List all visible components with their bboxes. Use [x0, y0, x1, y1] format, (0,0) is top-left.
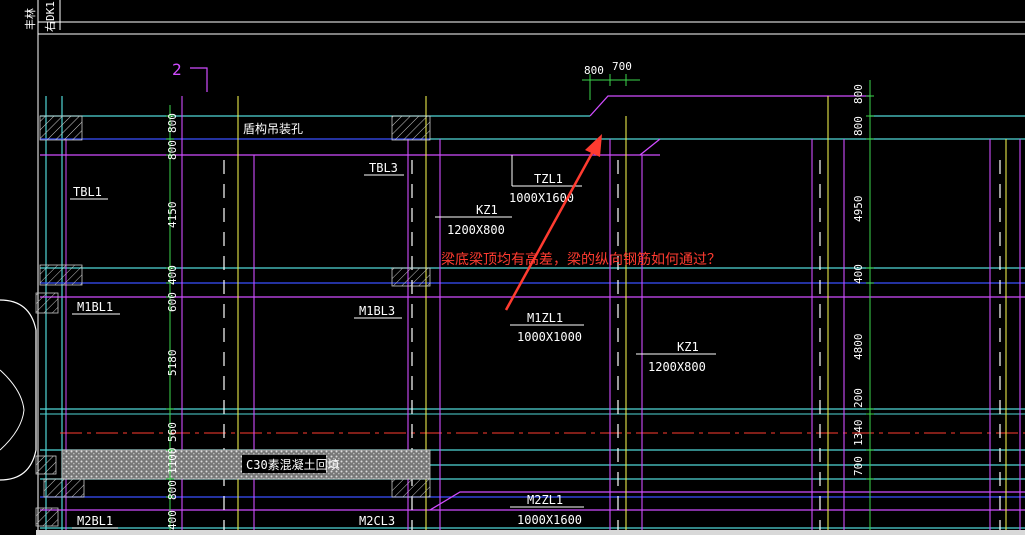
- left-dimensions: 800 800 4150 400 600 5180 560 1100 800 4…: [166, 105, 179, 535]
- bottom-strip: [36, 530, 1025, 535]
- label-m1zl1: M1ZL1: [527, 311, 563, 325]
- left-dim-2: 800: [166, 140, 179, 160]
- right-dim-3: 4950: [852, 196, 865, 223]
- hatched-blocks: [35, 115, 431, 527]
- left-dim-3: 4150: [166, 202, 179, 229]
- label-tzl1-size: 1000X1600: [509, 191, 574, 205]
- right-dim-5: 4800: [852, 334, 865, 361]
- left-dim-8: 1100: [166, 448, 179, 475]
- label-m1zl1-size: 1000X1000: [517, 330, 582, 344]
- left-dim-4: 400: [166, 265, 179, 285]
- drawing-frame: [37, 0, 1025, 535]
- left-dim-9: 800: [166, 480, 179, 500]
- label-hole: 盾构吊装孔: [243, 121, 303, 136]
- right-dim-8: 700: [852, 456, 865, 476]
- vertical-columns: [65, 80, 1021, 535]
- label-backfill: C30素混凝土回填: [246, 457, 340, 472]
- left-dim-10: 400: [166, 510, 179, 530]
- annotation-question: 梁底梁顶均有高差，梁的纵向钢筋如何通过？: [441, 251, 721, 268]
- left-dim-7: 560: [166, 422, 179, 442]
- top-dimensions: 800 700: [582, 60, 640, 100]
- label-kz1-b: KZ1: [677, 340, 699, 354]
- question-annotation: 梁底梁顶均有高差，梁的纵向钢筋如何通过？: [441, 134, 721, 311]
- corner-text: 右DK1: [43, 1, 57, 32]
- label-m1bl3: M1BL3: [359, 304, 395, 318]
- label-tbl1: TBL1: [73, 185, 102, 199]
- label-tbl3: TBL3: [369, 161, 398, 175]
- corner-text-2: 丰林: [23, 8, 37, 30]
- right-dim-2: 800: [852, 116, 865, 136]
- left-dim-1: 800: [166, 113, 179, 133]
- right-dimensions: 800 800 4950 400 4800 200 1340 700: [852, 84, 874, 480]
- label-m2zl1: M2ZL1: [527, 493, 563, 507]
- horizontal-beams: [40, 95, 1025, 529]
- label-tzl1: TZL1: [534, 172, 563, 186]
- right-dim-7: 1340: [852, 420, 865, 447]
- label-m2zl1-size: 1000X1600: [517, 513, 582, 527]
- label-kz1-a: KZ1: [476, 203, 498, 217]
- element-labels: 盾构吊装孔 TBL1 TBL3 TZL1 1000X1600 KZ1 1200X…: [70, 121, 716, 529]
- top-dim-2: 700: [612, 60, 632, 73]
- left-dim-6: 5180: [166, 350, 179, 377]
- label-m2cl3: M2CL3: [359, 514, 395, 528]
- backfill-label-bg: [242, 455, 326, 473]
- label-kz1-a-size: 1200X800: [447, 223, 505, 237]
- label-m2bl1: M2BL1: [77, 514, 113, 528]
- right-dim-1: 800: [852, 84, 865, 104]
- top-dim-1: 800: [584, 64, 604, 77]
- right-dim-6: 200: [852, 388, 865, 408]
- section-mark-line: [190, 67, 208, 92]
- label-kz1-b-size: 1200X800: [648, 360, 706, 374]
- label-m1bl1: M1BL1: [77, 300, 113, 314]
- right-dim-4: 400: [852, 264, 865, 284]
- section-mark: 2: [172, 60, 182, 79]
- left-dim-5: 600: [166, 292, 179, 312]
